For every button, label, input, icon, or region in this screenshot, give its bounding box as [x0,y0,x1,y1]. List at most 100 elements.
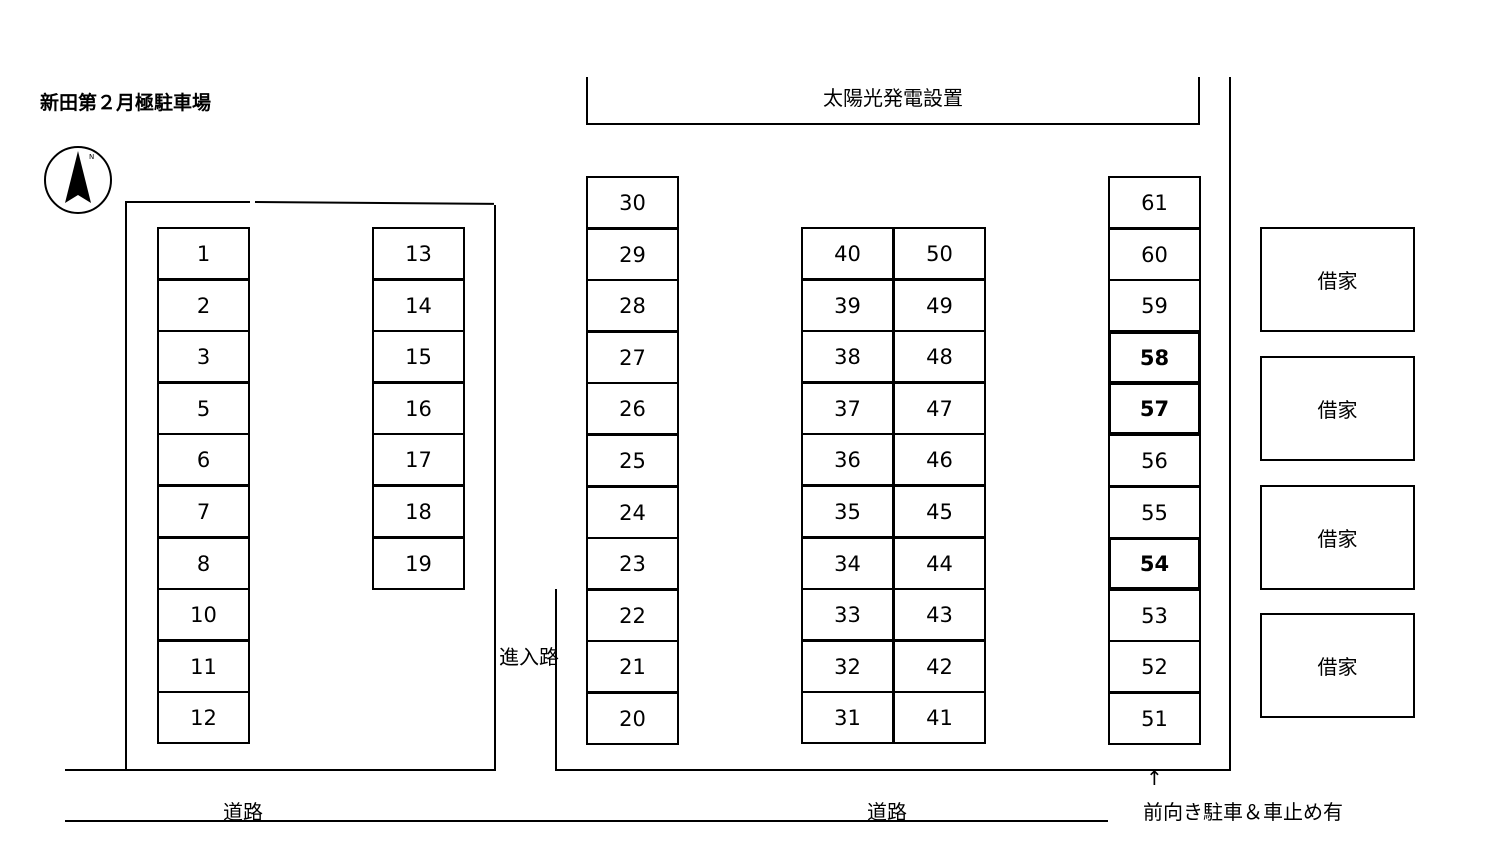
parking-space-10: 10 [157,588,250,641]
rental-house-label: 借家 [1317,527,1358,551]
parking-space-59: 59 [1108,279,1201,332]
parking-space-number: 28 [619,293,646,318]
parking-space-number: 2 [196,293,211,318]
parking-space-number: 35 [834,499,861,524]
lot-title: 新田第２月極駐車場 [40,92,212,114]
parking-space-21: 21 [586,640,679,693]
parking-space-number: 43 [926,602,953,627]
left-bottom-line [65,769,496,771]
parking-space-number: 21 [619,654,646,679]
parking-space-50: 50 [893,227,986,280]
parking-space-number: 33 [834,602,861,627]
parking-space-41: 41 [893,691,986,744]
parking-space-number: 15 [405,344,432,369]
parking-space-7: 7 [157,485,250,538]
front-parking-note: 前向き駐車＆車止め有 [1143,800,1343,824]
parking-space-number: 44 [926,551,953,576]
parking-space-38: 38 [801,330,894,383]
parking-space-number: 36 [834,447,861,472]
up-arrow-icon: ↑ [1146,766,1163,790]
parking-space-number: 51 [1141,706,1168,731]
parking-space-number: 57 [1139,396,1170,421]
entrance-label: 進入路 [499,645,559,669]
parking-space-45: 45 [893,485,986,538]
parking-space-37: 37 [801,382,894,435]
rental-house-label: 借家 [1317,398,1358,422]
parking-space-46: 46 [893,433,986,486]
parking-space-30: 30 [586,176,679,229]
rental-house-2: 借家 [1260,356,1415,461]
parking-space-56: 56 [1108,434,1201,487]
parking-space-number: 14 [405,293,432,318]
parking-space-22: 22 [586,589,679,642]
parking-space-12: 12 [157,691,250,744]
parking-space-25: 25 [586,434,679,487]
parking-space-number: 31 [834,705,861,730]
parking-space-18: 18 [372,485,465,538]
parking-space-number: 47 [926,396,953,421]
entrance-left-wall [555,589,557,770]
parking-space-number: 60 [1141,242,1168,267]
parking-space-51: 51 [1108,692,1201,745]
left-enclosure-right-wall [494,205,496,770]
parking-space-number: 1 [196,241,211,266]
parking-space-44: 44 [893,537,986,590]
parking-space-number: 50 [926,241,953,266]
parking-space-20: 20 [586,692,679,745]
compass-label: N [89,153,94,161]
parking-space-number: 5 [196,396,211,421]
parking-space-58: 58 [1108,331,1201,384]
parking-space-number: 41 [926,705,953,730]
parking-space-number: 46 [926,447,953,472]
parking-space-33: 33 [801,588,894,641]
parking-space-number: 11 [190,654,217,679]
rental-house-label: 借家 [1317,655,1358,679]
parking-space-6: 6 [157,433,250,486]
road-label-left: 道路 [223,800,263,824]
parking-space-8: 8 [157,537,250,590]
parking-space-number: 18 [405,499,432,524]
rental-house-4: 借家 [1260,613,1415,718]
parking-space-1: 1 [157,227,250,280]
parking-space-61: 61 [1108,176,1201,229]
parking-space-number: 53 [1141,603,1168,628]
parking-space-53: 53 [1108,589,1201,642]
parking-space-16: 16 [372,382,465,435]
road-line [65,820,1108,822]
parking-space-number: 7 [196,499,211,524]
parking-space-number: 45 [926,499,953,524]
parking-space-36: 36 [801,433,894,486]
parking-space-number: 52 [1141,654,1168,679]
parking-space-28: 28 [586,279,679,332]
solar-panel-label: 太陽光発電設置 [823,86,963,110]
parking-space-number: 39 [834,293,861,318]
parking-space-number: 16 [405,396,432,421]
solar-panel-area: 太陽光発電設置 [586,77,1200,125]
parking-space-19: 19 [372,537,465,590]
parking-space-43: 43 [893,588,986,641]
parking-space-number: 6 [196,447,211,472]
parking-space-3: 3 [157,330,250,383]
parking-space-number: 20 [619,706,646,731]
parking-space-number: 22 [619,603,646,628]
parking-space-number: 38 [834,344,861,369]
parking-space-number: 59 [1141,293,1168,318]
parking-space-40: 40 [801,227,894,280]
parking-space-27: 27 [586,331,679,384]
parking-space-number: 8 [196,551,211,576]
parking-space-number: 3 [196,344,211,369]
parking-space-5: 5 [157,382,250,435]
parking-space-number: 27 [619,345,646,370]
parking-space-15: 15 [372,330,465,383]
rental-house-label: 借家 [1317,269,1358,293]
parking-space-number: 24 [619,500,646,525]
parking-space-number: 34 [834,551,861,576]
parking-space-34: 34 [801,537,894,590]
right-boundary-wall [1229,77,1231,770]
parking-space-2: 2 [157,279,250,332]
parking-space-number: 26 [619,396,646,421]
parking-space-39: 39 [801,279,894,332]
north-arrow-icon: N [44,146,112,214]
parking-space-32: 32 [801,640,894,693]
parking-space-number: 32 [834,654,861,679]
